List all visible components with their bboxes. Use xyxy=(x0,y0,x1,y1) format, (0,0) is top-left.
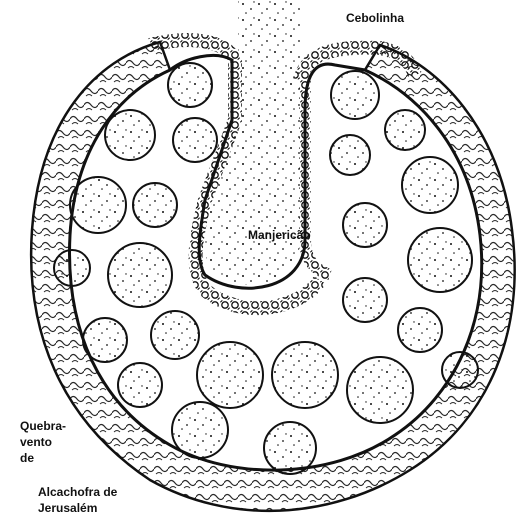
label-quebra-vento-line3: de xyxy=(20,450,66,466)
label-quebra-vento-line2: vento xyxy=(20,434,66,450)
label-alcachofra: Alcachofra de Jerusalém xyxy=(36,484,119,516)
label-cebolinha: Cebolinha xyxy=(344,10,406,26)
label-alcachofra-line2: Jerusalém xyxy=(38,500,117,516)
label-quebra-vento: Quebra- vento de xyxy=(18,418,68,466)
label-quebra-vento-line1: Quebra- xyxy=(20,418,66,434)
label-manjericao: Manjericão xyxy=(248,227,311,243)
label-alcachofra-line1: Alcachofra de xyxy=(38,484,117,500)
